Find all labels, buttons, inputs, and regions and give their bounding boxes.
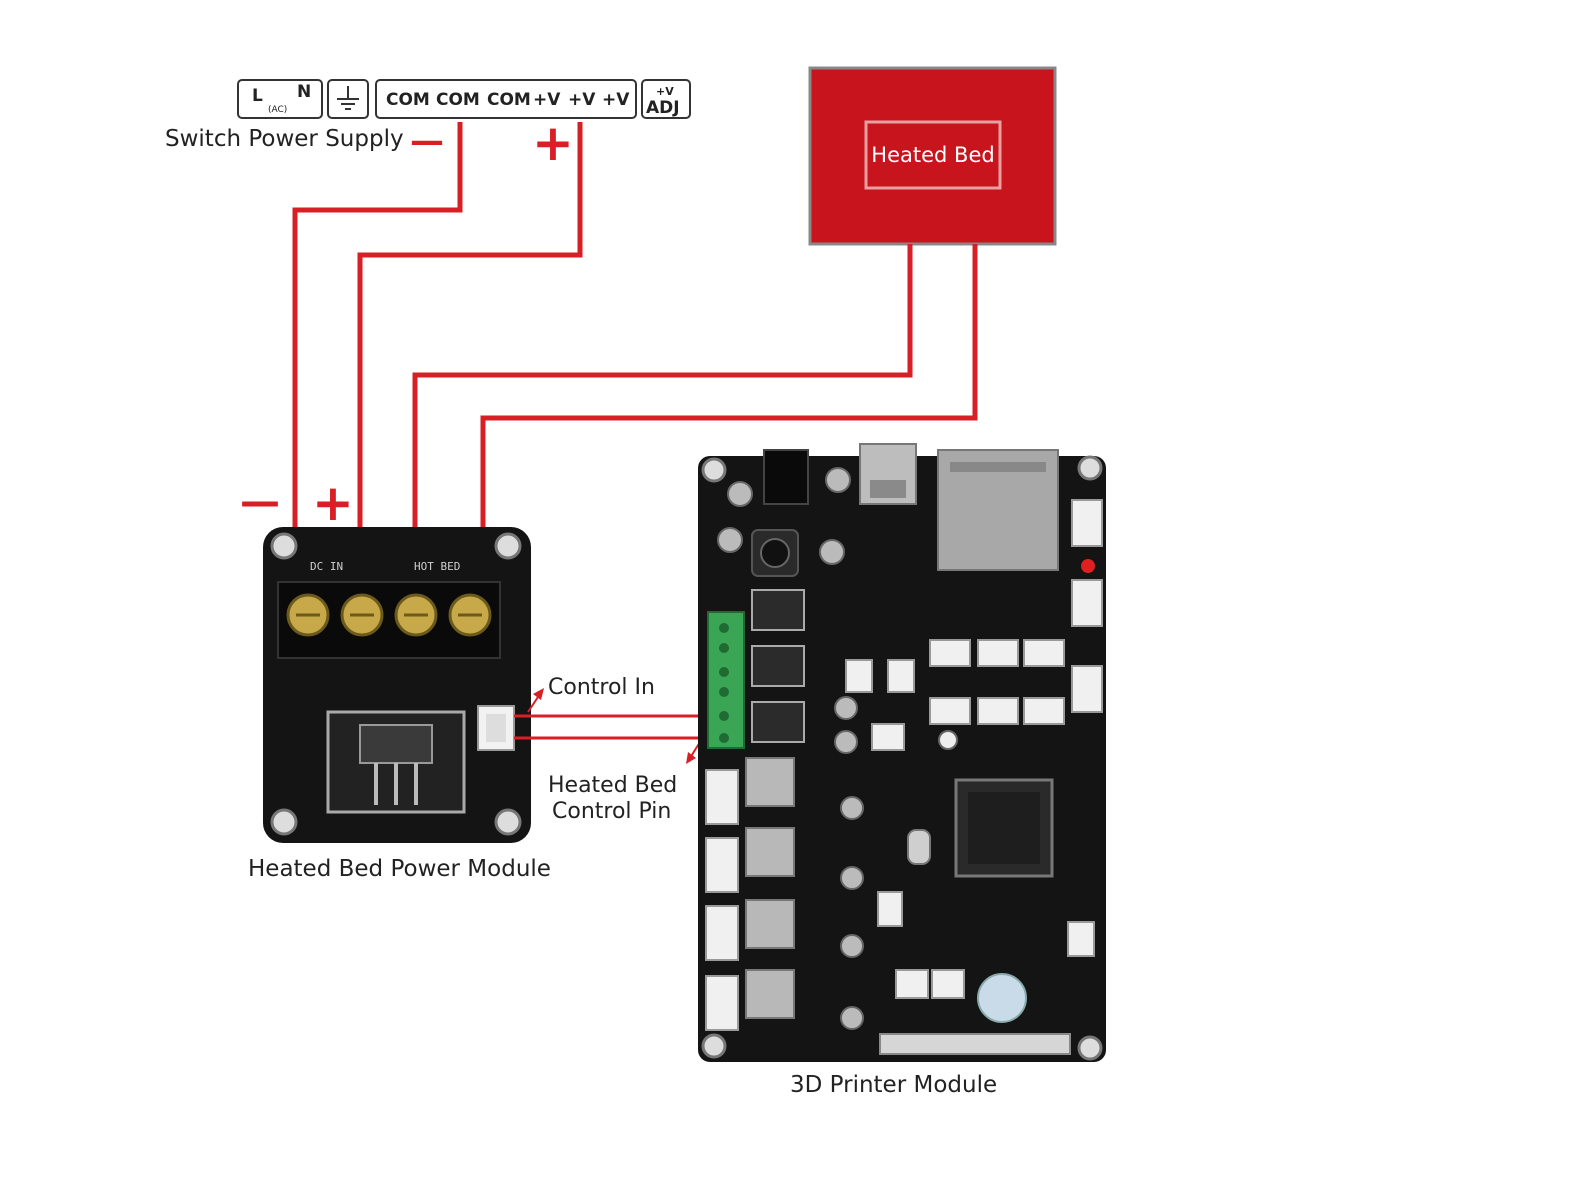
switch-power-supply: L N (AC) COM COM COM +V +V +V +V ADJ Swi… <box>165 79 691 172</box>
jst-connector <box>1071 579 1103 627</box>
jst-connector <box>977 697 1019 725</box>
jst-connector <box>1067 921 1095 957</box>
jst-connector <box>1071 665 1103 713</box>
heated-bed: Heated Bed <box>808 66 1057 246</box>
capacitor <box>834 730 858 754</box>
mount-hole <box>1077 1035 1103 1061</box>
control-pin-label-2: Control Pin <box>552 799 671 824</box>
stepper-drivers <box>745 757 795 1019</box>
screw-terminals <box>286 593 492 637</box>
board-mosfet <box>751 701 805 743</box>
arrow-head-icon <box>533 688 544 700</box>
wire-bed-2 <box>480 244 978 590</box>
power-module-label: Heated Bed Power Module <box>248 856 551 882</box>
capacitor <box>727 481 753 507</box>
buzzer <box>977 973 1027 1023</box>
ps-com-2: COM <box>436 90 480 110</box>
jst-connector <box>929 639 971 667</box>
heated-bed-label: Heated Bed <box>871 143 994 167</box>
capacitor <box>840 796 864 820</box>
ps-adj-bottom: ADJ <box>646 98 680 118</box>
heated-bed-plate <box>808 66 1057 246</box>
stepper-heatsink <box>745 757 795 807</box>
printer-board: 3D Printer Module <box>698 443 1106 1098</box>
printer-board-label: 3D Printer Module <box>790 1072 997 1098</box>
module-minus-sign: — <box>240 479 280 525</box>
lcd-connector <box>879 1033 1071 1055</box>
green-terminal-block <box>707 611 745 749</box>
silk-hot-bed: HOT BED <box>414 560 460 573</box>
mount-hole <box>270 532 298 560</box>
ps-output-terminal <box>375 79 637 119</box>
stepper-heatsink <box>745 969 795 1019</box>
ps-adj-terminal <box>641 79 691 119</box>
ps-terminal-l: L <box>252 86 263 106</box>
heated-bed-power-module: — + DC IN HOT BED Heated Bed Power Modul… <box>240 474 551 882</box>
board-mosfet <box>751 589 805 631</box>
ps-com-3: COM <box>487 90 531 110</box>
jst-connector <box>931 969 965 999</box>
mount-hole <box>494 532 522 560</box>
jst-connector <box>929 697 971 725</box>
ps-minus-sign: — <box>410 121 444 161</box>
capacitor <box>840 1006 864 1030</box>
power-wires <box>292 122 978 590</box>
jst-connector <box>895 969 929 999</box>
crystal <box>907 829 931 865</box>
wire-bed-1 <box>412 244 913 590</box>
signal-wires: Control In Heated Bed Control Pin <box>514 675 712 824</box>
stepper-heatsink <box>745 899 795 949</box>
ps-label: Switch Power Supply <box>165 126 404 152</box>
jst-connector <box>705 769 739 825</box>
jst-connector <box>705 975 739 1031</box>
capacitor <box>819 539 845 565</box>
ps-plus-sign: + <box>532 114 574 172</box>
ground-icon <box>337 86 359 110</box>
control-in-label: Control In <box>548 675 655 700</box>
ps-terminal-ac: (AC) <box>268 105 287 115</box>
led-indicator <box>1081 559 1095 573</box>
board-mosfet <box>751 645 805 687</box>
mount-hole <box>270 808 298 836</box>
jst-connector <box>705 905 739 961</box>
ps-com-1: COM <box>386 90 430 110</box>
stepper-heatsink <box>745 827 795 877</box>
mount-hole <box>701 457 727 483</box>
capacitor <box>840 934 864 958</box>
ps-v-3: +V <box>602 90 630 110</box>
jst-connector <box>871 723 905 751</box>
jst-connectors <box>705 499 1103 1031</box>
capacitor <box>825 467 851 493</box>
wire-ps-minus <box>292 122 463 590</box>
capacitor <box>717 527 743 553</box>
jst-connector <box>887 659 915 693</box>
jst-connector <box>1071 499 1103 547</box>
mosfet <box>359 724 433 764</box>
jst-connector <box>1023 639 1065 667</box>
silk-dc-in: DC IN <box>310 560 343 573</box>
dc-jack <box>763 449 809 505</box>
ps-adj-top: +V <box>656 85 674 98</box>
ps-v-2: +V <box>568 90 596 110</box>
jst-connector <box>877 891 903 927</box>
jst-connector <box>977 639 1019 667</box>
wire-ps-plus <box>357 122 583 590</box>
capacitor <box>834 696 858 720</box>
mount-hole <box>701 1033 727 1059</box>
mount-hole <box>1077 455 1103 481</box>
arrow-head-icon <box>686 752 696 764</box>
ps-v-1: +V <box>533 90 561 110</box>
jst-connector <box>705 837 739 893</box>
heated-bed-label-box <box>864 120 1002 190</box>
ps-ln-terminal <box>237 79 323 119</box>
capacitor <box>938 730 958 750</box>
module-plus-sign: + <box>312 474 354 532</box>
control-pin-label-1: Heated Bed <box>548 773 677 798</box>
jst-connector <box>1023 697 1065 725</box>
mount-hole <box>494 808 522 836</box>
ps-terminal-n: N <box>297 82 311 102</box>
capacitor <box>840 866 864 890</box>
jst-connector <box>845 659 873 693</box>
